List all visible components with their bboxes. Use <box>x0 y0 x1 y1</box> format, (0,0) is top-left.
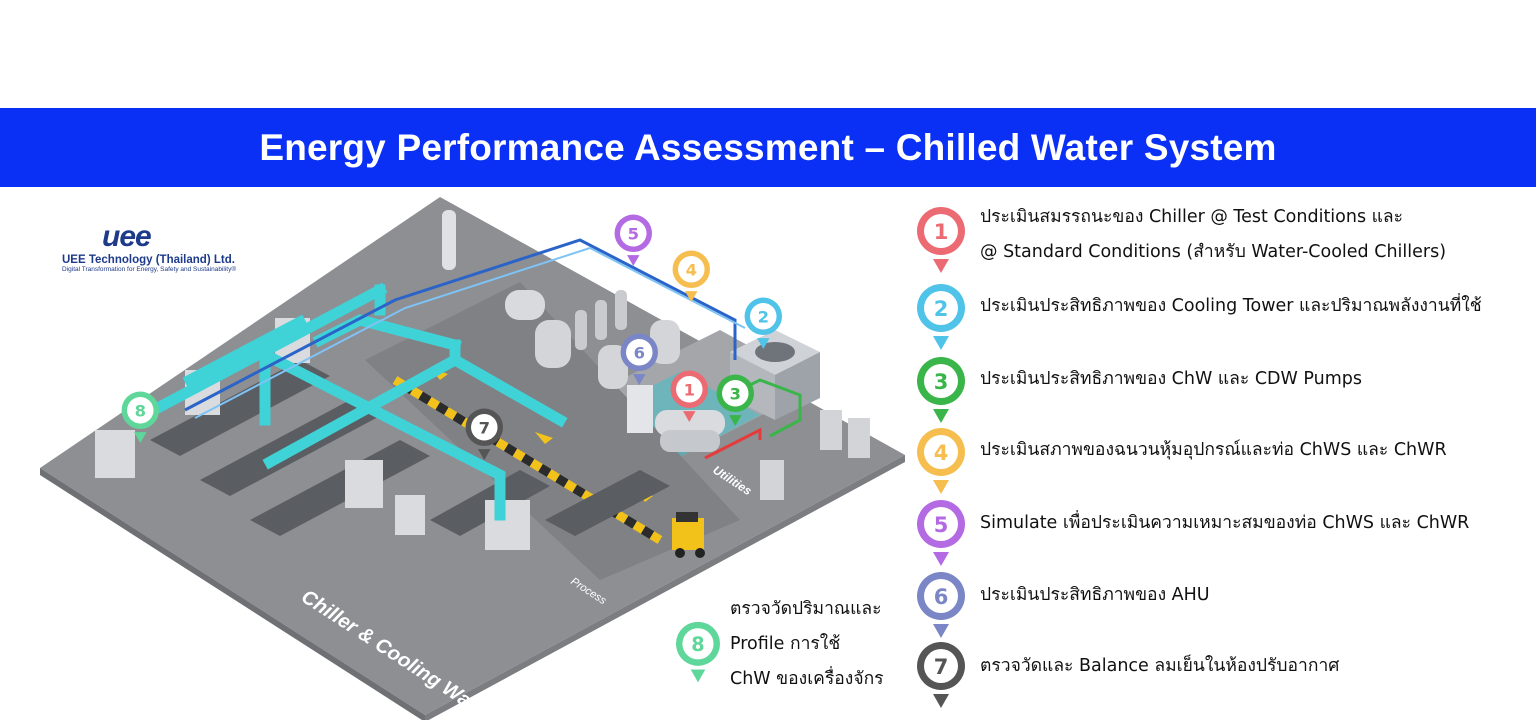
pin-number: 7 <box>479 419 490 438</box>
legend-text-3: ประเมินประสิทธิภาพของ ChW และ CDW Pumps <box>980 369 1362 389</box>
pin-4-icon: 4 <box>917 428 965 494</box>
pin-number: 5 <box>628 225 639 244</box>
scene-pin-4-icon: 4 <box>672 250 710 303</box>
scene-pin-6-icon: 6 <box>620 333 658 386</box>
forklift <box>672 512 705 558</box>
title-banner: Energy Performance Assessment – Chilled … <box>0 108 1536 187</box>
chiller <box>655 410 725 452</box>
pin-8-icon: 8 <box>676 621 720 683</box>
chw-pipes <box>127 282 568 521</box>
scene-pin-8-icon: 8 <box>121 391 159 444</box>
pin-number: 7 <box>934 655 949 679</box>
page-title: Energy Performance Assessment – Chilled … <box>259 126 1277 168</box>
legend-text-1b: @ Standard Conditions (สำหรับ Water-Cool… <box>980 242 1447 262</box>
logo-tagline: Digital Transformation for Energy, Safet… <box>62 266 237 273</box>
pin-number: 2 <box>934 297 949 321</box>
plant-illustration: Chiller & Cooling Water Process Utilitie… <box>40 197 905 720</box>
legend-text-5: Simulate เพื่อประเมินความเหมาะสมของท่อ C… <box>980 513 1470 533</box>
pin-number: 8 <box>135 402 146 421</box>
scene-pin-3-icon: 3 <box>716 374 754 427</box>
company-logo: uee UEE Technology (Thailand) Ltd. Digit… <box>62 220 242 274</box>
legend-text-2: ประเมินประสิทธิภาพของ Cooling Tower และป… <box>980 296 1482 316</box>
logo-mark: uee <box>102 220 152 253</box>
pin-number: 6 <box>634 344 645 363</box>
scene-pin-1-icon: 1 <box>670 370 708 423</box>
pin-number: 2 <box>758 308 769 327</box>
chws-pipe <box>184 238 737 412</box>
legend-text-4: ประเมินสภาพของฉนวนหุ้มอุปกรณ์และท่อ ChWS… <box>980 440 1447 460</box>
scene-pin-7-icon: 7 <box>465 408 503 461</box>
pin-number: 5 <box>934 513 949 537</box>
pin-number: 4 <box>934 441 949 465</box>
pin-number: 3 <box>934 370 949 394</box>
pin-3-icon: 3 <box>917 357 965 423</box>
scene-pin-5-icon: 5 <box>614 214 652 267</box>
pin-number: 4 <box>686 261 697 280</box>
pin-number: 3 <box>730 385 741 404</box>
pin-7-icon: 7 <box>917 642 965 708</box>
scene-pin-2-icon: 2 <box>744 297 782 350</box>
pin-2-icon: 2 <box>917 284 965 350</box>
pin-number: 1 <box>684 381 695 400</box>
pin-1-icon: 1 <box>917 207 965 273</box>
pin-5-icon: 5 <box>917 500 965 566</box>
legend-text-7: ตรวจวัดและ Balance ลมเย็นในห้องปรับอากาศ <box>980 656 1340 676</box>
logo-company-name: UEE Technology (Thailand) Ltd. <box>62 254 235 266</box>
legend-text-1a: ประเมินสมรรถนะของ Chiller @ Test Conditi… <box>980 207 1404 227</box>
note-8-line-3: ChW ของเครื่องจักร <box>730 669 884 689</box>
note-8-line-2: Profile การใช้ <box>730 634 841 654</box>
legend-text-6: ประเมินประสิทธิภาพของ AHU <box>980 585 1210 605</box>
pin-6-icon: 6 <box>917 572 965 638</box>
pin-number: 6 <box>934 585 949 609</box>
ahu <box>627 385 870 500</box>
note-8-line-1: ตรวจวัดปริมาณและ <box>730 599 882 619</box>
pin-number: 1 <box>934 220 949 244</box>
chwr-pipe <box>194 246 746 419</box>
pin-number: 8 <box>691 633 704 656</box>
tanks <box>442 210 680 389</box>
cdw-return-pipe <box>704 427 762 460</box>
